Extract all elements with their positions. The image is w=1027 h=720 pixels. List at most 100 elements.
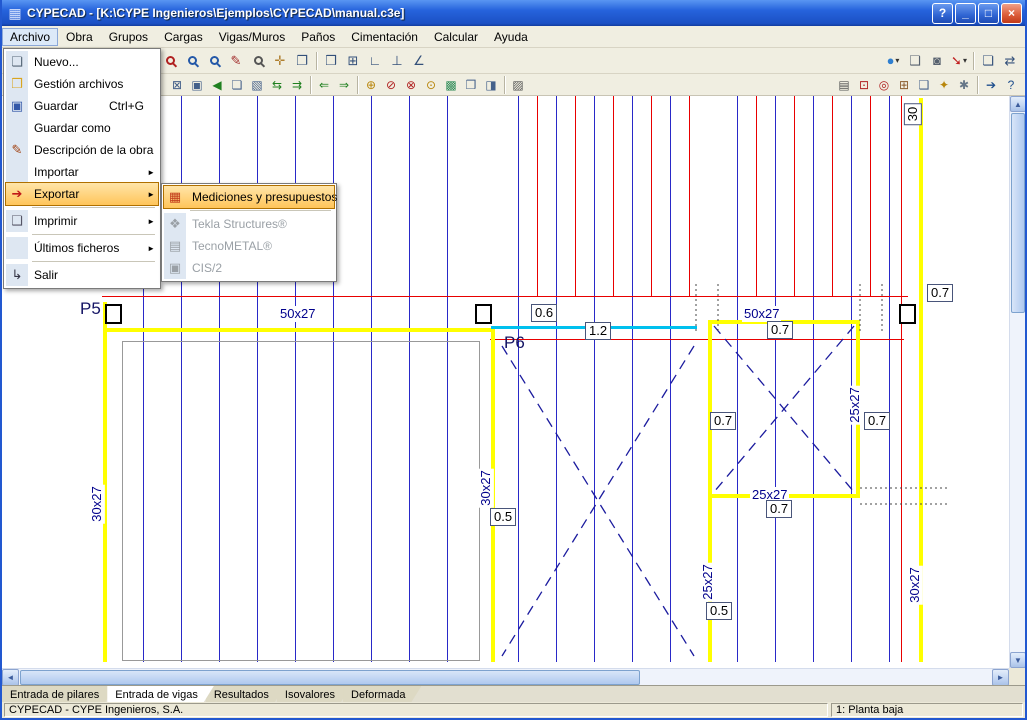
tab-entrada-de-pilares[interactable]: Entrada de pilares — [2, 686, 115, 702]
submenu-item-tekla-structures[interactable]: ❖ Tekla Structures® — [164, 213, 334, 235]
tab-entrada-de-vigas[interactable]: Entrada de vigas — [107, 686, 214, 702]
zoom-window-icon[interactable] — [181, 50, 203, 72]
toolbar-separator — [973, 51, 974, 70]
tab-deformada[interactable]: Deformada — [343, 686, 421, 702]
info-panel-icon[interactable]: ▧ — [251, 77, 263, 92]
select-region-icon[interactable]: ▣ — [191, 77, 203, 92]
drawing-label: 0.5 — [490, 508, 517, 527]
back-icon[interactable]: ◀ — [212, 77, 222, 92]
object-snap-icon[interactable]: ◎ — [878, 77, 890, 92]
toolbar-separator — [357, 75, 358, 94]
menu-obra[interactable]: Obra — [66, 29, 93, 44]
grid-line-vertical — [333, 96, 334, 662]
submenu-item-mediciones-presupuestos[interactable]: ▦ Mediciones y presupuestos — [163, 185, 337, 209]
grid-line-vertical — [409, 96, 410, 662]
orbit-icon[interactable]: ➔ — [985, 77, 997, 92]
menu-item-gestion-archivos[interactable]: ❒ Gestión archivos — [6, 73, 158, 95]
globe-icon[interactable]: ●▾ — [886, 53, 900, 68]
scroll-up-icon[interactable]: ▲ — [1010, 96, 1025, 112]
menu-cargas[interactable]: Cargas — [164, 29, 203, 44]
menu-vigas-muros[interactable]: Vigas/Muros — [218, 29, 286, 44]
horizontal-scrollbar[interactable]: ◄ ► — [2, 668, 1009, 686]
tab-resultados[interactable]: Resultados — [206, 686, 285, 702]
maximize-button[interactable]: □ — [978, 2, 999, 24]
menu-item-ultimos-ficheros[interactable]: Últimos ficheros — [6, 237, 158, 259]
sheet-icon[interactable]: ❏ — [231, 77, 243, 92]
file-menu: ❏ Nuevo... ❒ Gestión archivos ▣ Guardar … — [3, 48, 161, 289]
perpendicular-icon[interactable]: ⊥ — [391, 53, 403, 68]
drawing-label: 1.2 — [585, 322, 612, 341]
export-drawing-icon[interactable]: ➘▾ — [951, 53, 967, 68]
next-group-icon[interactable]: ⇒ — [338, 77, 350, 92]
menu-cimentacion[interactable]: Cimentación — [351, 29, 418, 44]
printer-icon[interactable]: ❑ — [909, 53, 921, 68]
menu-item-exportar[interactable]: ➔ Exportar — [5, 182, 159, 206]
blank-icon — [6, 237, 28, 259]
measure-icon[interactable]: ✦ — [938, 77, 950, 92]
prev-group-icon[interactable]: ⇐ — [318, 77, 330, 92]
menu-ayuda[interactable]: Ayuda — [493, 29, 528, 44]
menu-item-imprimir[interactable]: ❑ Imprimir — [6, 210, 158, 232]
grid-icon[interactable]: ⊞ — [898, 77, 910, 92]
split-view-icon[interactable]: ◨ — [485, 77, 497, 92]
menu-calcular[interactable]: Calcular — [433, 29, 478, 44]
forward-icon[interactable]: ⇉ — [291, 77, 303, 92]
angle-icon[interactable]: ∠ — [413, 53, 425, 68]
tile-windows-icon[interactable]: ❏ — [982, 53, 994, 68]
submenu-item-tecnometal[interactable]: ▤ TecnoMETAL® — [164, 235, 334, 257]
scroll-right-icon[interactable]: ► — [992, 669, 1009, 686]
drawing-label: 0.5 — [706, 602, 733, 621]
menu-item-guardar-como[interactable]: Guardar como — [6, 117, 158, 139]
tecnometal-icon: ▤ — [164, 235, 186, 257]
layers-icon[interactable]: ▤ — [838, 77, 850, 92]
tab-isovalores[interactable]: Isovalores — [277, 686, 351, 702]
add-element-icon[interactable]: ⊕ — [365, 77, 377, 92]
delete-element-icon[interactable]: ⊗ — [405, 77, 417, 92]
description-icon: ✎ — [6, 139, 28, 161]
zoom-text-icon[interactable] — [159, 50, 181, 72]
swap-icon[interactable]: ⇆ — [271, 77, 283, 92]
menu-item-descripcion-obra[interactable]: ✎ Descripción de la obra — [6, 139, 158, 161]
menu-archivo[interactable]: Archivo — [2, 27, 59, 46]
horizontal-scroll-thumb[interactable] — [20, 670, 640, 685]
drawing-label: 30x27 — [906, 565, 924, 605]
menu-item-nuevo[interactable]: ❏ Nuevo... — [6, 51, 158, 73]
close-button[interactable]: × — [1001, 2, 1022, 24]
scroll-left-icon[interactable]: ◄ — [2, 669, 19, 686]
zoom-out-icon[interactable] — [203, 50, 225, 72]
blank-icon — [6, 117, 28, 139]
help-cursor-icon[interactable]: ? — [1007, 77, 1015, 92]
menu-panos[interactable]: Paños — [301, 29, 336, 44]
dxf-template-icon[interactable]: ⊡ — [858, 77, 870, 92]
target-icon[interactable]: ⊙ — [425, 77, 437, 92]
zoom-previous-icon[interactable] — [247, 50, 269, 72]
ortho-icon[interactable]: ∟ — [368, 53, 382, 68]
help-button[interactable]: ? — [932, 2, 953, 24]
menu-item-label: Guardar — [34, 99, 79, 113]
texture-icon[interactable]: ▨ — [512, 77, 524, 92]
hatch-region-icon[interactable]: ▩ — [445, 77, 457, 92]
forbid-icon[interactable]: ⊘ — [385, 77, 397, 92]
drawing-label: 0.7 — [767, 321, 794, 340]
menu-item-guardar[interactable]: ▣ Guardar Ctrl+G — [6, 95, 158, 117]
swap-window-icon[interactable]: ⇄ — [1004, 53, 1016, 68]
scroll-down-icon[interactable]: ▼ — [1010, 652, 1025, 668]
copy-view-icon[interactable]: ❒ — [465, 77, 477, 92]
submenu-item-cis2[interactable]: ▣ CIS/2 — [164, 257, 334, 279]
select-crossing-icon[interactable]: ⊠ — [171, 77, 183, 92]
vertical-scroll-thumb[interactable] — [1011, 113, 1025, 313]
drawing-label: 25x27 — [699, 562, 717, 602]
redraw-icon[interactable]: ✎ — [230, 53, 242, 68]
minimize-button[interactable]: _ — [955, 2, 976, 24]
print-view-icon[interactable]: ❑ — [918, 77, 930, 92]
menu-item-importar[interactable]: Importar — [6, 161, 158, 183]
menu-grupos[interactable]: Grupos — [108, 29, 149, 44]
new-window-icon[interactable]: ❒ — [325, 53, 337, 68]
menu-item-salir[interactable]: ↳ Salir — [6, 264, 158, 286]
pan-icon[interactable]: ✛ — [274, 53, 286, 68]
snapshot-icon[interactable]: ◙ — [933, 53, 941, 68]
settings-icon[interactable]: ✱ — [958, 77, 970, 92]
full-window-icon[interactable]: ❐ — [296, 53, 308, 68]
reference-grid-icon[interactable]: ⊞ — [347, 53, 359, 68]
vertical-scrollbar[interactable]: ▲ ▼ — [1009, 96, 1025, 668]
